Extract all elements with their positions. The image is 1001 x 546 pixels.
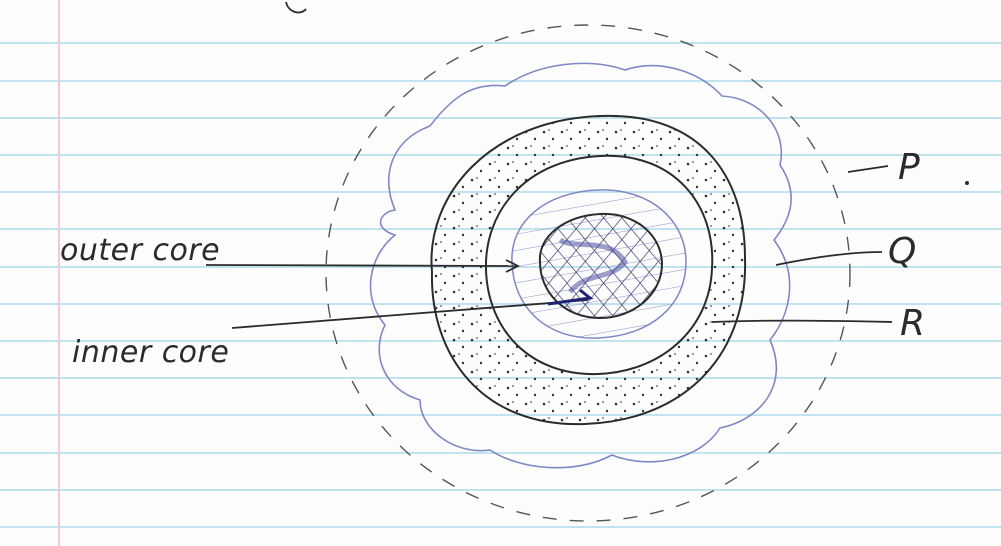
label-inner-core: inner core bbox=[72, 338, 229, 368]
top-scribble bbox=[286, 2, 306, 13]
q-leader bbox=[776, 252, 882, 265]
label-r: R bbox=[900, 306, 925, 342]
outer-core-leader bbox=[206, 265, 516, 266]
label-q: Q bbox=[888, 234, 916, 270]
label-p: P bbox=[898, 150, 920, 186]
label-outer-core: outer core bbox=[60, 236, 220, 266]
p-leader bbox=[848, 166, 888, 172]
r-leader bbox=[712, 321, 892, 323]
p-dot bbox=[965, 181, 969, 185]
